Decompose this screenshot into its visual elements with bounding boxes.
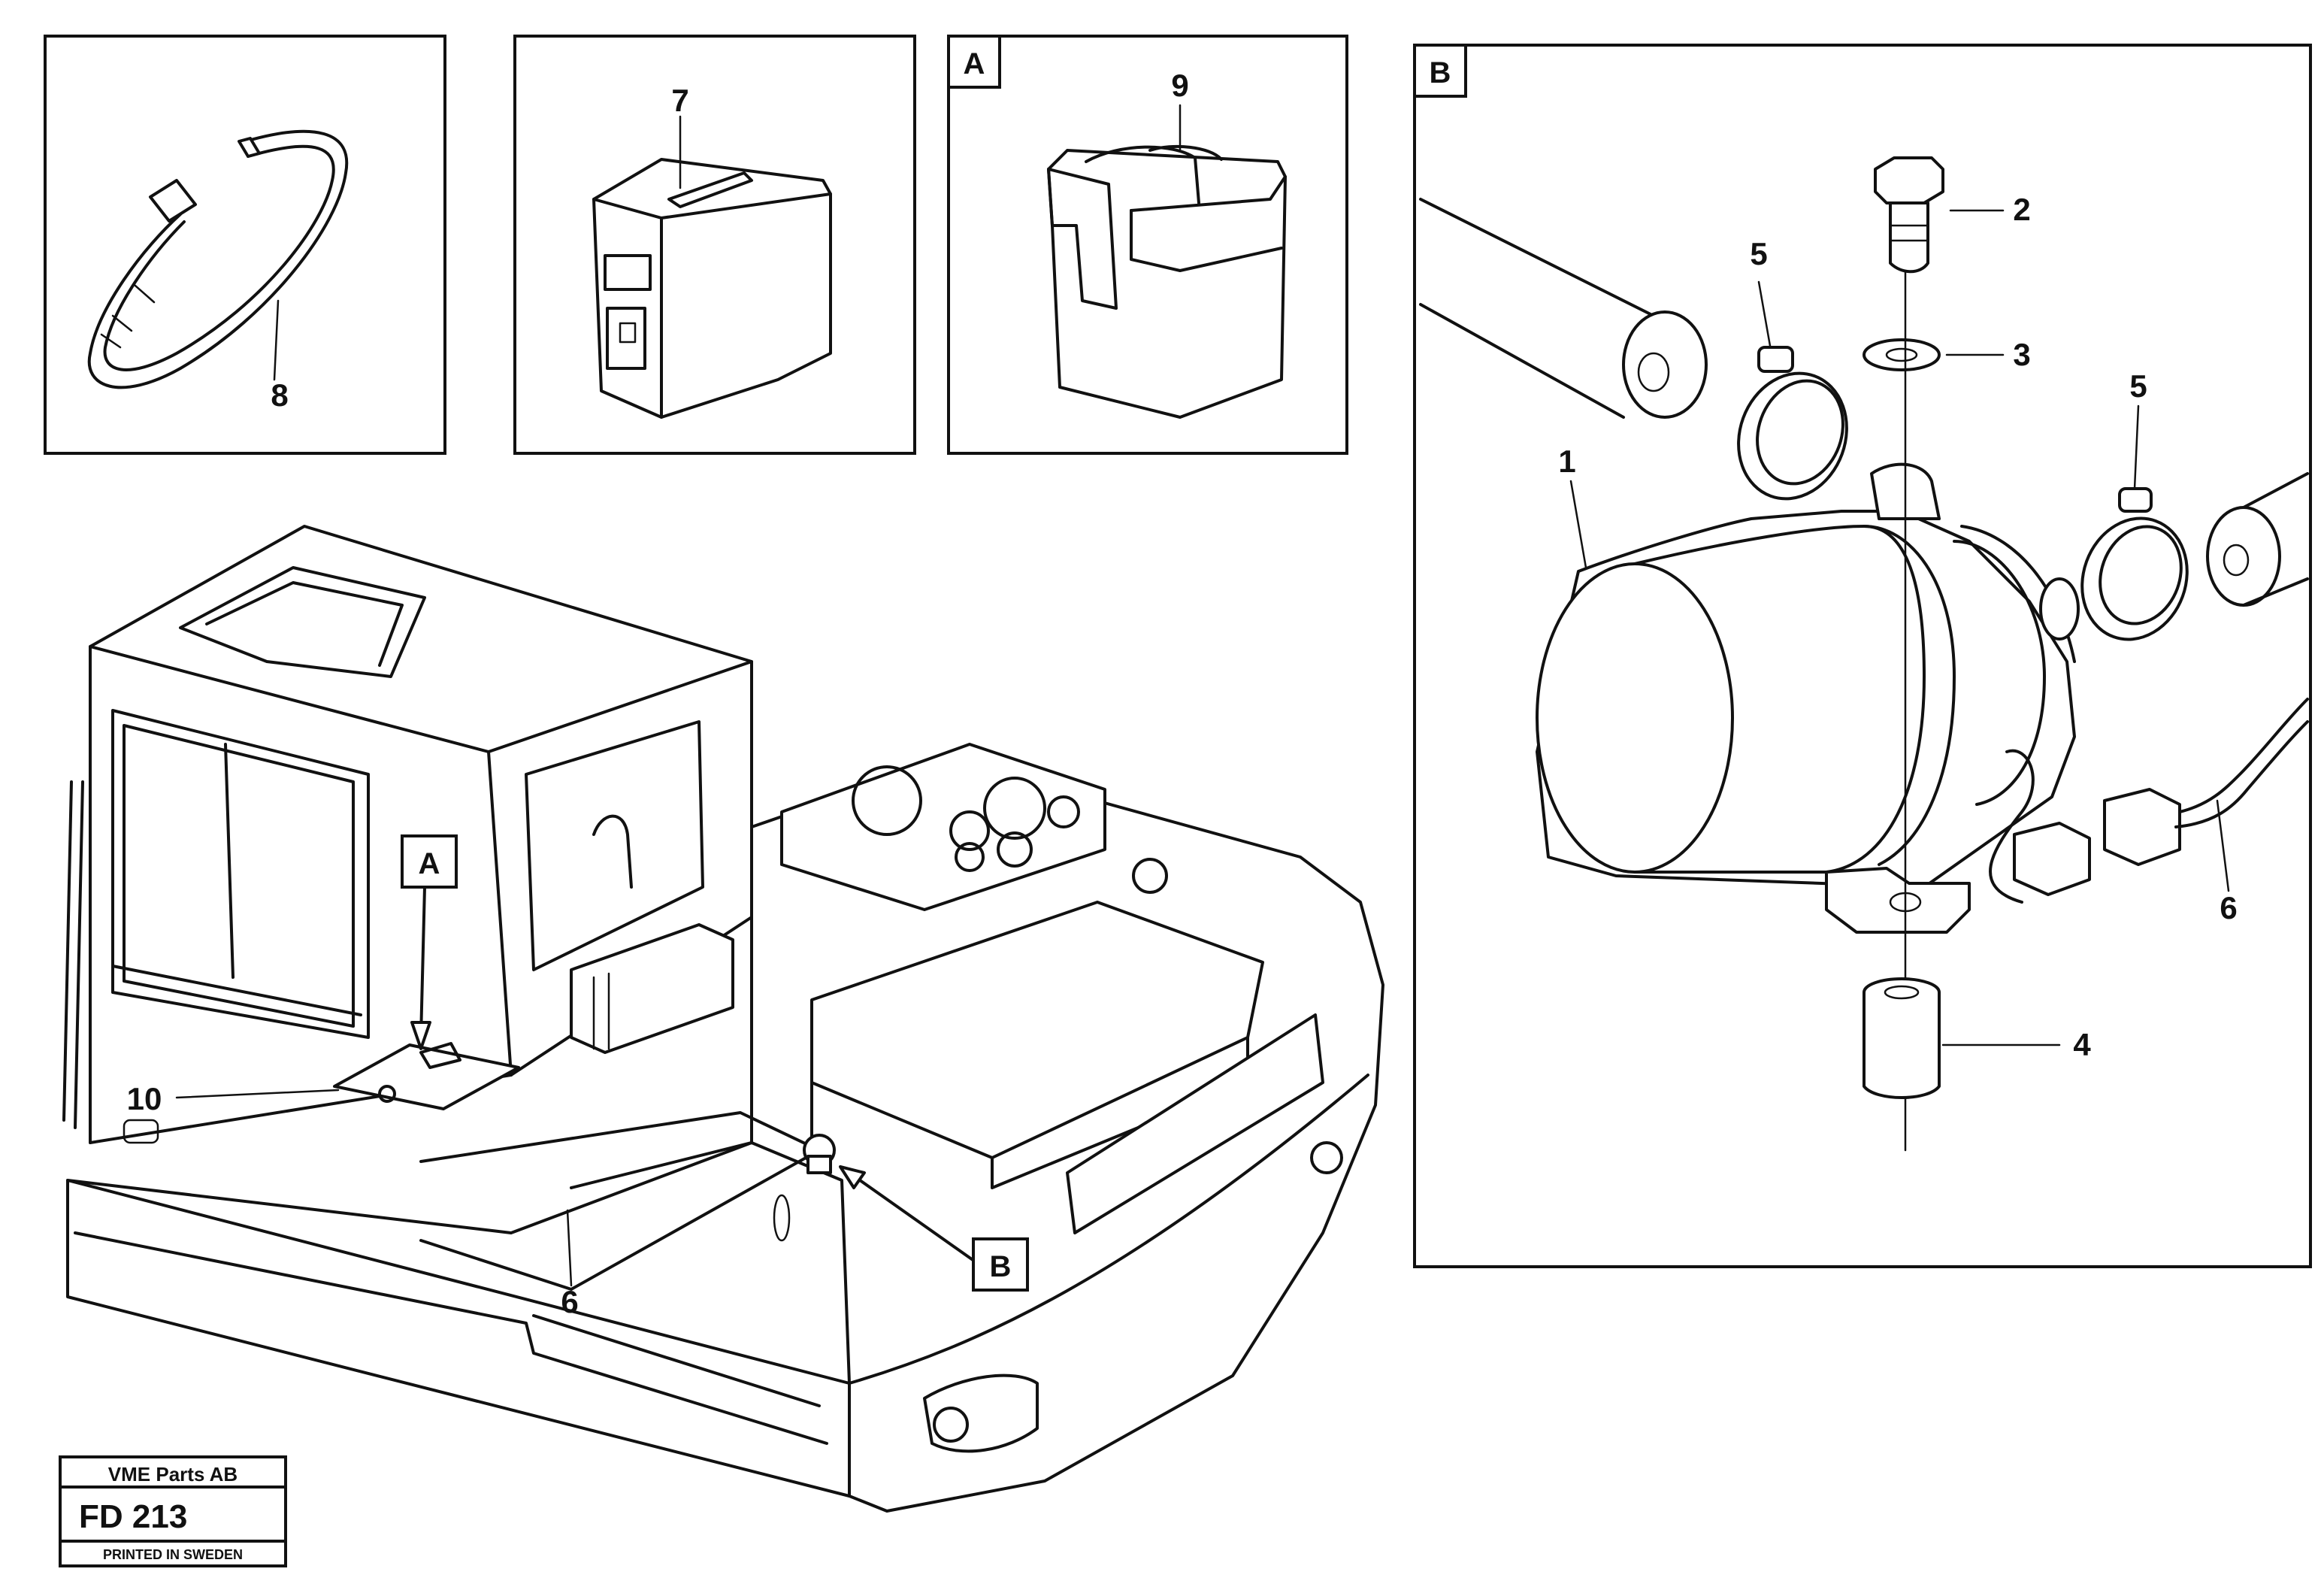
part-number-7: 7 [671, 83, 688, 118]
part-number-5: 5 [1750, 236, 1767, 271]
title-block-printed: PRINTED IN SWEDEN [103, 1547, 243, 1562]
callout-a-box [401, 834, 458, 889]
detail-tag-a: A [964, 47, 985, 80]
part-number-6: 6 [2220, 890, 2237, 925]
excavator-upper-structure [62, 525, 1384, 1513]
panel-detail-a: A 9 [947, 35, 1348, 455]
title-block-drawing-number: FD 213 [79, 1498, 187, 1535]
part-number-6: 6 [561, 1284, 578, 1319]
detail-tag-a-box [947, 35, 1001, 89]
cable-tie-drawing [87, 129, 349, 389]
part-number-4: 4 [2073, 1027, 2091, 1062]
part-number-10: 10 [127, 1081, 162, 1116]
part-number-5: 5 [2129, 368, 2147, 404]
part-number-1: 1 [1558, 444, 1575, 479]
part-number-3: 3 [2013, 337, 2030, 372]
detail-tag-b: B [1430, 56, 1451, 89]
callout-a-label: A [419, 847, 440, 880]
heater-assembly-drawing [1419, 156, 2309, 1152]
connector-housing-drawing [592, 115, 832, 419]
callout-b-label: B [990, 1250, 1012, 1283]
part-number-2: 2 [2013, 192, 2030, 227]
panel-frame [44, 35, 446, 455]
fuse-holder-drawing [1047, 104, 1287, 419]
title-block: VME Parts AB FD 213 PRINTED IN SWEDEN [59, 1455, 287, 1567]
detail-tag-b-box [1413, 44, 1467, 98]
panel-cable-tie: 8 [44, 35, 446, 455]
callout-b-box [972, 1237, 1029, 1292]
title-block-company: VME Parts AB [108, 1463, 238, 1486]
panel-detail-b: B [1413, 44, 2312, 1268]
panel-connector-housing: 7 [513, 35, 916, 455]
part-number-9: 9 [1171, 68, 1188, 103]
part-number-8: 8 [271, 377, 288, 413]
